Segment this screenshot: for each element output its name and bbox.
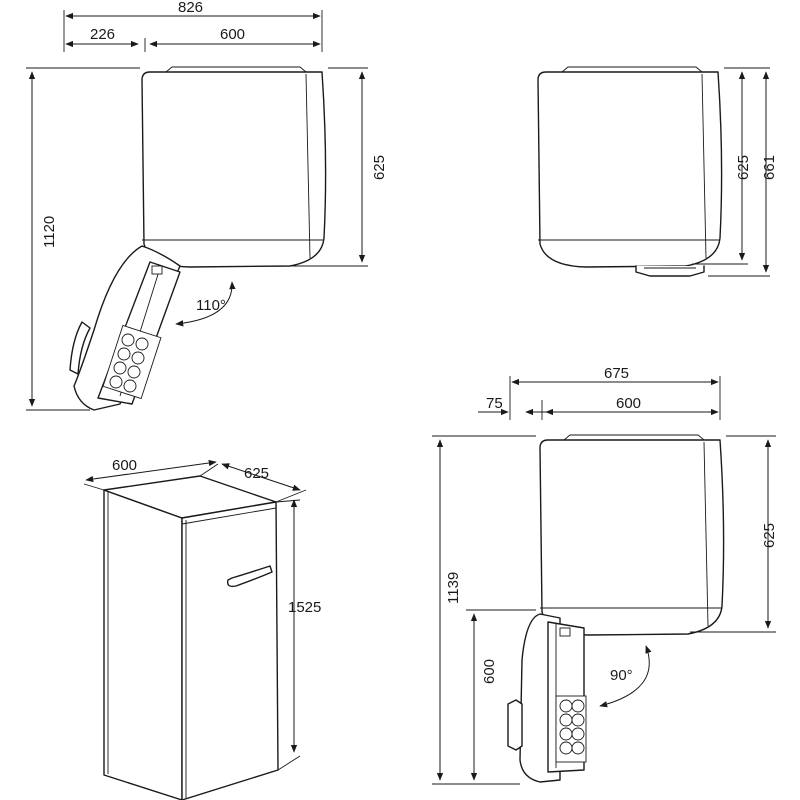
open-door-90 [507, 613, 587, 783]
dim-depth-label: 625 [761, 523, 778, 548]
open-door-110 [69, 245, 181, 411]
dim-width-label: 600 [112, 457, 137, 474]
dim-overall-width-label: 675 [604, 365, 629, 382]
top-view-open-90: 90° 675 75 600 1139 600 625 [432, 365, 778, 785]
cabinet-top-lip [165, 66, 307, 73]
door-handle [226, 565, 273, 588]
door-handle [507, 699, 523, 751]
dim-width-label: 600 [220, 26, 245, 43]
angle-label: 110° [196, 297, 226, 314]
top-view-closed: 625 661 [537, 66, 778, 277]
cabinet-side-panel [305, 73, 311, 259]
dim-door-depth-label: 600 [481, 659, 498, 684]
fridge-door [181, 501, 279, 800]
dim-width [85, 459, 217, 483]
dim-depth [221, 463, 301, 491]
dim-height-label: 1525 [288, 599, 321, 616]
dim-open-depth-label: 1139 [445, 572, 462, 604]
dim-depth-label: 625 [371, 155, 388, 180]
fridge-body [103, 489, 183, 800]
dim-overall-depth-label: 826 [178, 0, 203, 16]
cabinet-outline [141, 71, 327, 268]
door-handle [69, 321, 91, 375]
top-view-open-110: 110° 826 226 600 1120 625 [26, 0, 388, 411]
dim-depth-label: 625 [244, 465, 269, 482]
cabinet-outline [539, 439, 725, 636]
dim-depth-label: 625 [735, 155, 752, 180]
dim-width-label: 600 [616, 395, 641, 412]
cabinet-outline [537, 71, 723, 268]
perspective-view: 600 625 1525 [83, 457, 321, 800]
dim-door-offset-label: 226 [90, 26, 115, 43]
angle-arc [175, 281, 236, 327]
door-handle [635, 265, 705, 277]
dim-depth-handle-label: 661 [761, 155, 778, 180]
dim-open-depth-label: 1120 [41, 216, 58, 248]
dim-door-offset-label: 75 [486, 395, 503, 412]
angle-arc [599, 645, 652, 708]
angle-label: 90° [610, 667, 633, 684]
